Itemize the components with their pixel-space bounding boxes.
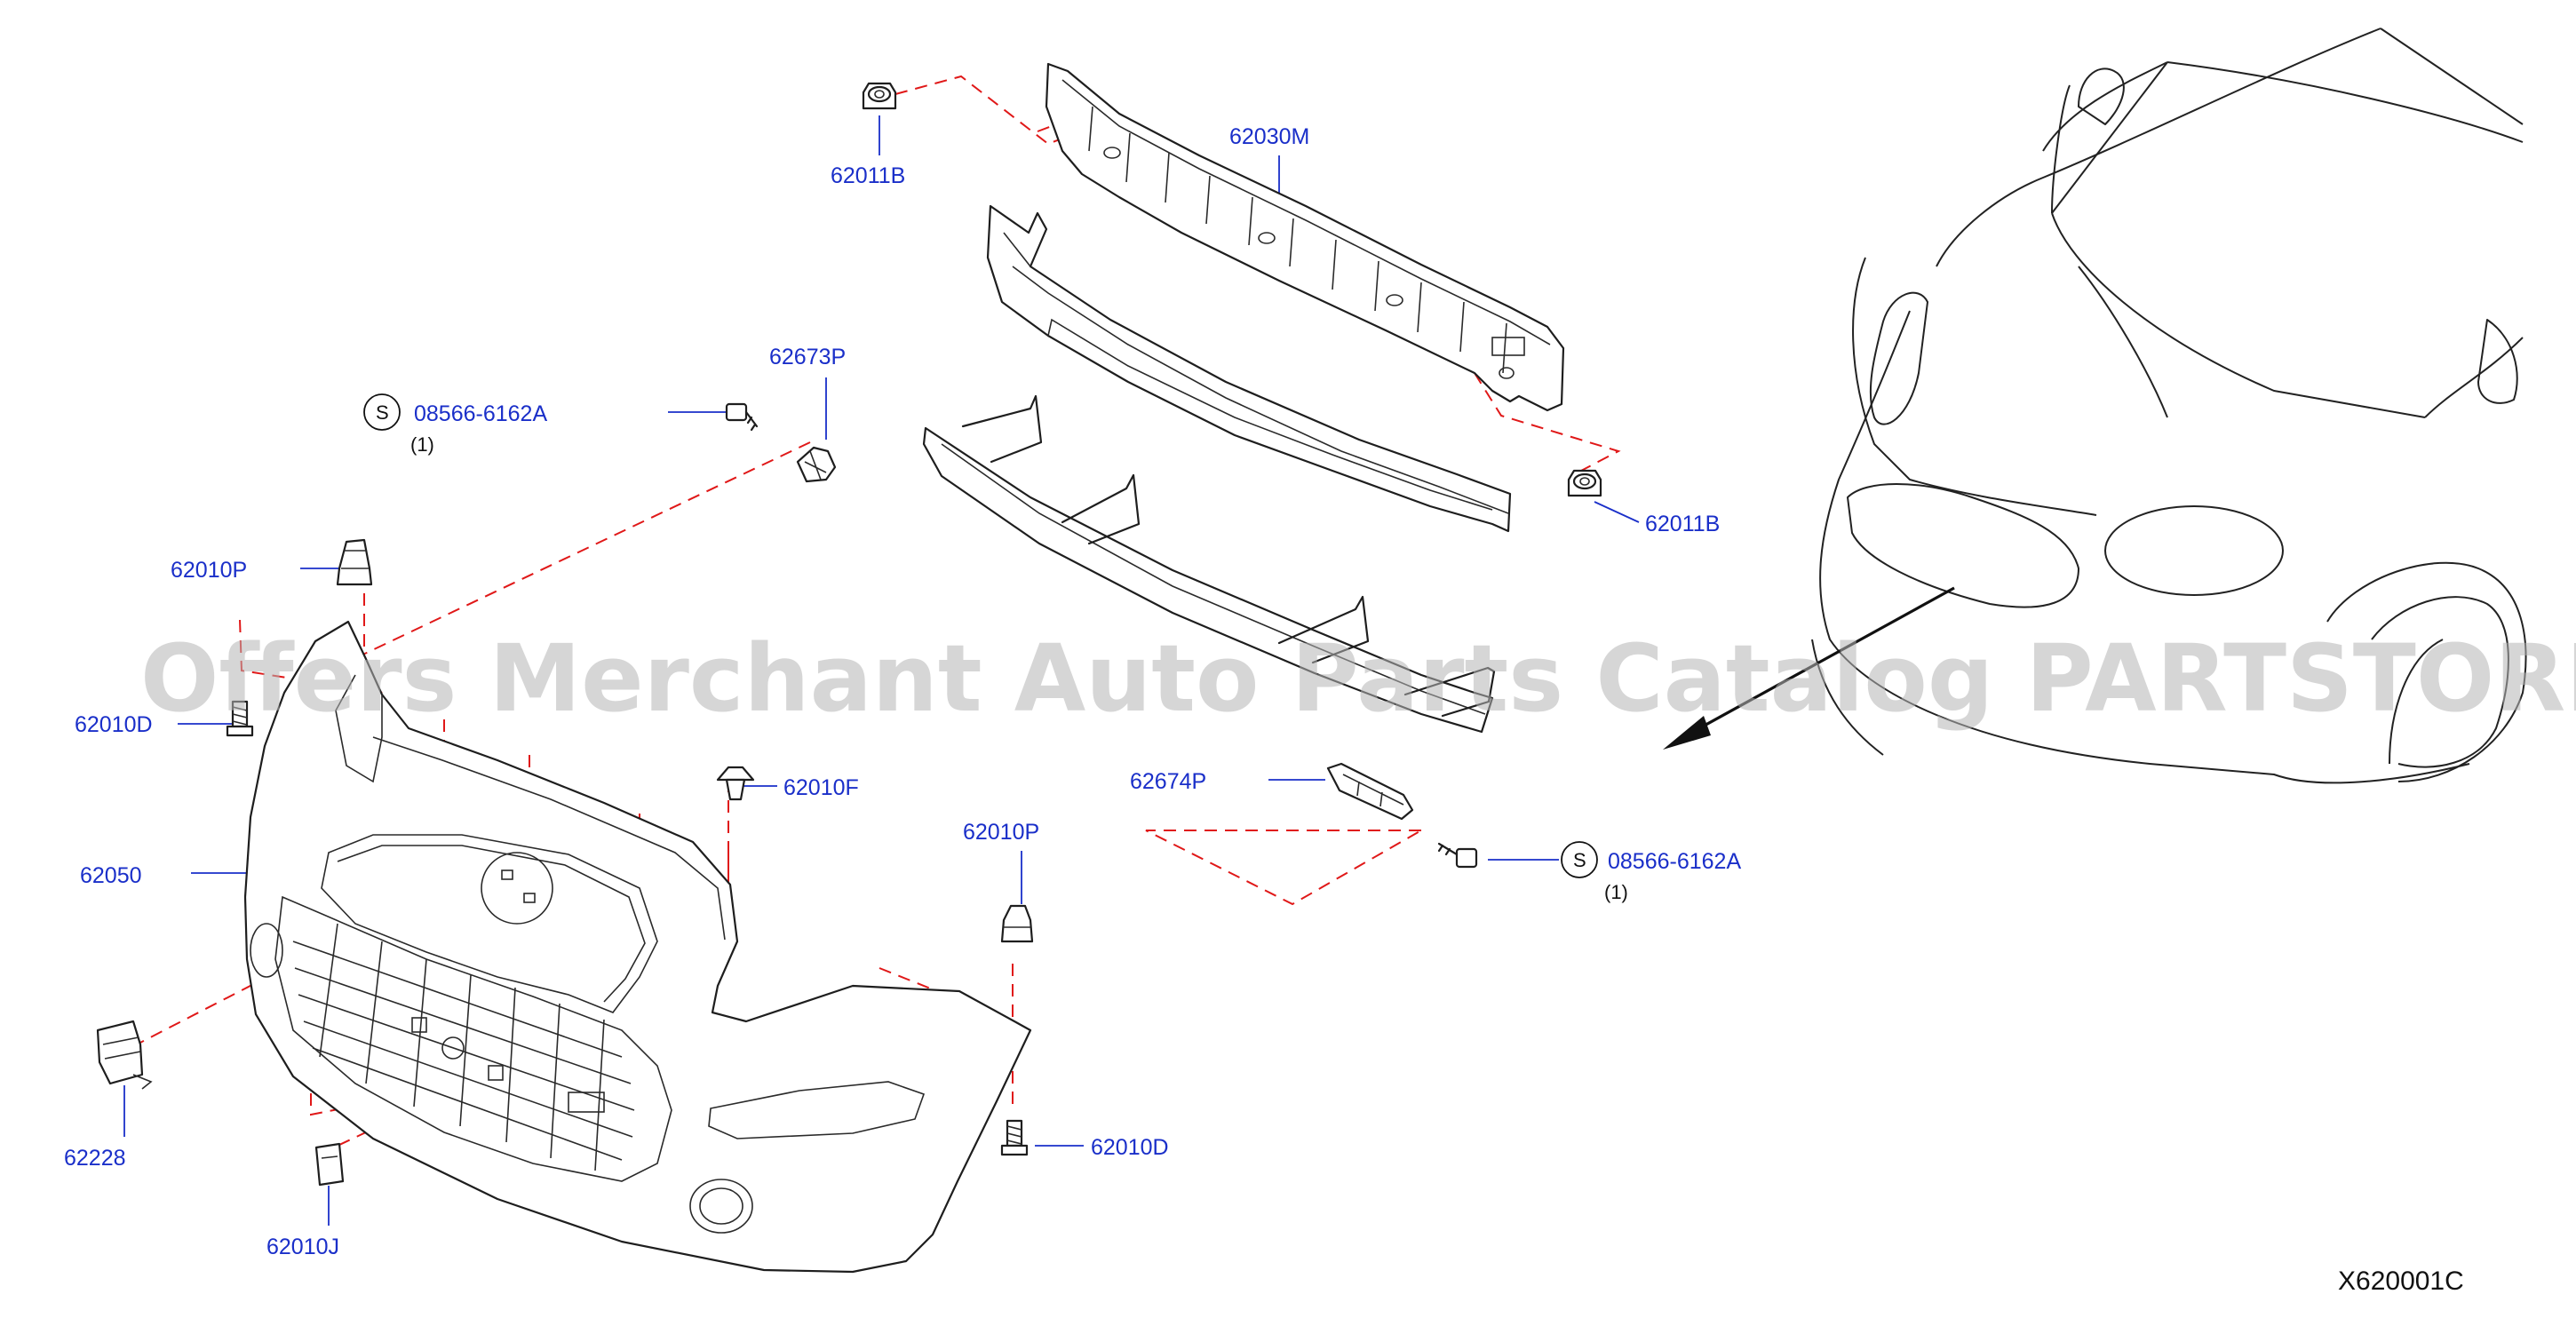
callout-62010p-mid[interactable]: 62010P (963, 820, 1039, 845)
callout-62010p-top[interactable]: 62010P (171, 558, 247, 583)
standard-part-symbol: S (1573, 849, 1586, 871)
callout-08566-left-qty: (1) (410, 433, 434, 456)
nut-62011b-top (862, 82, 897, 110)
callout-62010d-bottom[interactable]: 62010D (1091, 1135, 1169, 1160)
standard-part-symbol: S (376, 401, 389, 424)
nut-62011b-right (1567, 469, 1602, 497)
callout-62228[interactable]: 62228 (64, 1146, 126, 1171)
callout-62010d-left[interactable]: 62010D (75, 712, 153, 737)
callout-08566-right[interactable]: S 08566-6162A (1) (1561, 841, 1741, 903)
callout-labels: 62011B 62030M 62673P S 08566-6162A (1) 6… (64, 124, 1741, 1259)
screw-08566-right (1437, 842, 1478, 869)
clip-62010p-top (336, 538, 373, 586)
callout-62673p[interactable]: 62673P (769, 345, 846, 369)
callout-08566-left-number: 08566-6162A (414, 401, 547, 426)
clip-62010f (716, 766, 755, 801)
fasteners (96, 82, 1602, 1187)
bolt-62010d-bottom (1000, 1119, 1029, 1156)
vehicle-outline (1811, 28, 2527, 784)
callout-62010j[interactable]: 62010J (266, 1235, 339, 1259)
callout-08566-right-qty: (1) (1604, 881, 1628, 903)
energy-absorber-62030m (1045, 62, 1565, 412)
callout-08566-right-number: 08566-6162A (1608, 849, 1741, 874)
fascia-upper-bracket (922, 394, 1496, 734)
screw-08566-left (725, 402, 759, 432)
callout-62010f[interactable]: 62010F (783, 775, 859, 800)
bracket-62673p (796, 446, 837, 483)
watermark-text: Offers Merchant Auto Parts Catalog PARTS… (140, 624, 2576, 733)
direction-arrow (1663, 586, 1955, 750)
clip-62010j (314, 1142, 345, 1187)
callout-62030m[interactable]: 62030M (1229, 124, 1309, 149)
front-bumper-fascia-62050 (243, 620, 1032, 1274)
bracket-62228 (96, 1020, 153, 1090)
bracket-62674p (1326, 762, 1414, 821)
diagram-code: X620001C (2338, 1266, 2464, 1296)
bolt-62010d-left (226, 700, 254, 737)
callout-62011b-top[interactable]: 62011B (831, 163, 905, 188)
callout-62674p[interactable]: 62674P (1130, 769, 1206, 794)
clip-62010p-mid (1000, 904, 1034, 943)
callout-62011b-right[interactable]: 62011B (1645, 512, 1720, 536)
callout-62050[interactable]: 62050 (80, 863, 142, 888)
bumper-reinforcement (986, 204, 1512, 533)
callout-08566-left[interactable]: S 08566-6162A (1) (363, 393, 547, 456)
